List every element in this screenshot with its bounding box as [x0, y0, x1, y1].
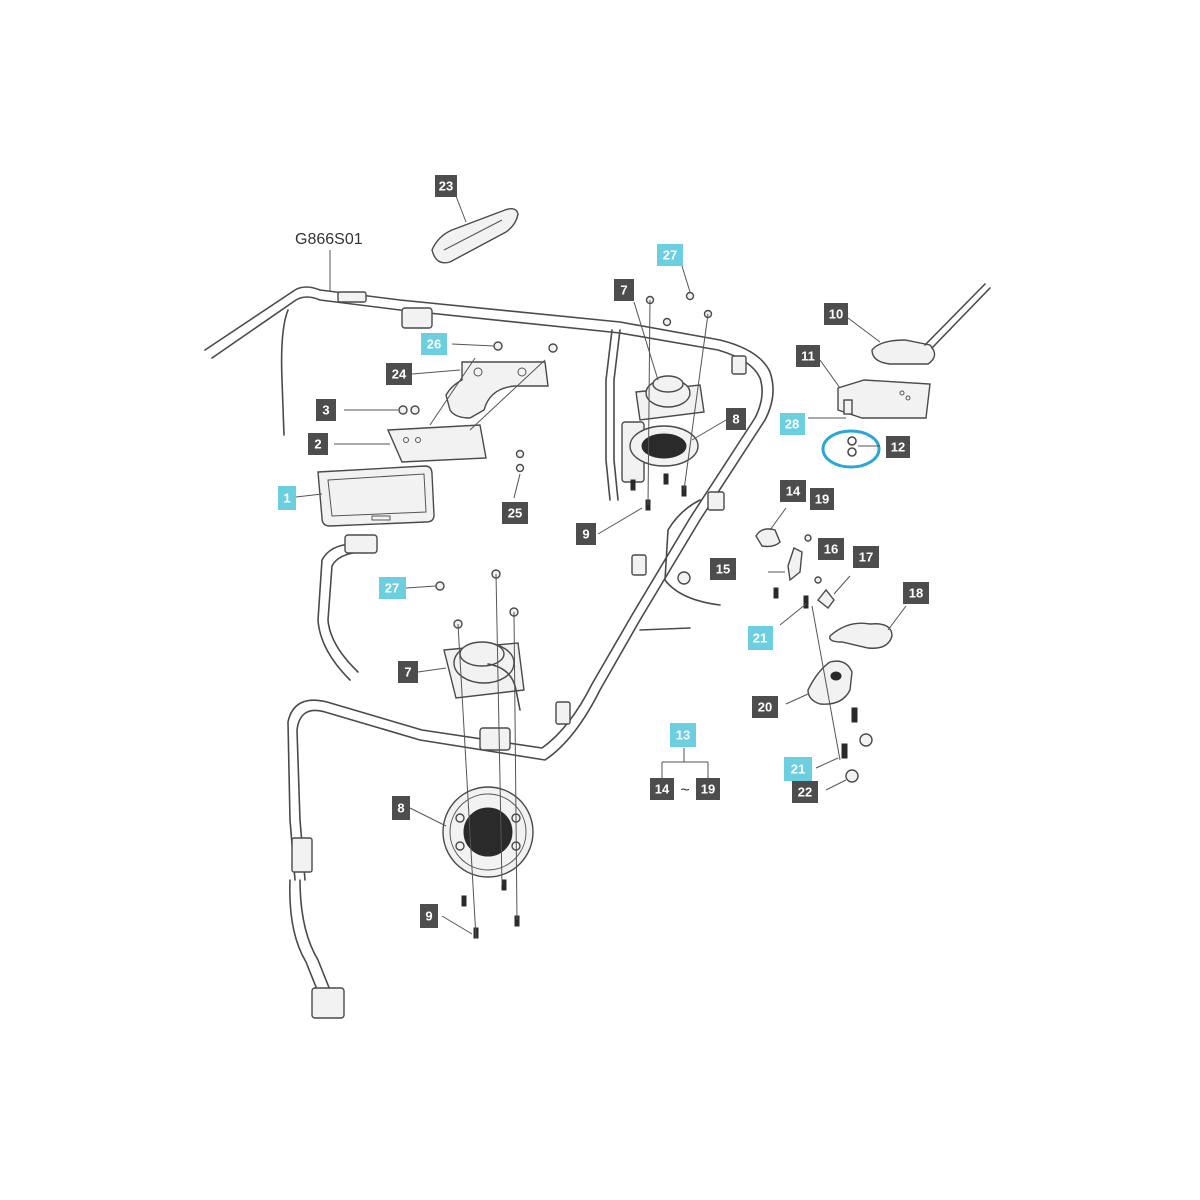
- svg-text:9: 9: [582, 527, 589, 542]
- svg-text:7: 7: [620, 283, 627, 298]
- svg-text:2: 2: [314, 437, 321, 452]
- svg-text:20: 20: [758, 700, 772, 715]
- range-separator: ~: [680, 782, 689, 799]
- svg-text:7: 7: [404, 665, 411, 680]
- speaker-grille-upper: [629, 425, 699, 467]
- svg-text:10: 10: [829, 307, 843, 322]
- svg-text:22: 22: [798, 785, 812, 800]
- callout-26: 26: [421, 333, 447, 355]
- callout-9-lower: 9: [420, 904, 438, 928]
- svg-text:14: 14: [655, 782, 670, 797]
- antenna: [871, 283, 991, 365]
- callout-20: 20: [752, 696, 778, 718]
- display-unit: [317, 465, 435, 527]
- svg-text:3: 3: [322, 403, 329, 418]
- svg-text:23: 23: [439, 179, 453, 194]
- svg-text:21: 21: [753, 631, 767, 646]
- callout-17: 17: [853, 546, 879, 568]
- callout-9-upper: 9: [576, 523, 596, 545]
- mount-hardware: [755, 507, 907, 791]
- svg-text:19: 19: [815, 492, 829, 507]
- callout-7: 7: [614, 279, 634, 301]
- speaker-upper: [635, 375, 705, 421]
- harness-label: G866S01: [295, 231, 363, 248]
- callout-25: 25: [502, 502, 528, 524]
- callout-3: 3: [316, 399, 336, 421]
- speaker-lower: [443, 641, 525, 711]
- svg-text:9: 9: [425, 909, 432, 924]
- radio-bracket: [386, 357, 549, 463]
- svg-text:15: 15: [716, 562, 730, 577]
- antenna-bracket: [837, 379, 931, 419]
- svg-text:27: 27: [385, 581, 399, 596]
- svg-text:28: 28: [785, 417, 799, 432]
- callout-2: 2: [308, 433, 328, 455]
- callout-11: 11: [796, 345, 820, 367]
- callout-15: 15: [710, 558, 736, 580]
- svg-text:12: 12: [891, 440, 905, 455]
- svg-text:14: 14: [786, 484, 801, 499]
- callout-14: 14: [780, 480, 806, 502]
- callout-10: 10: [824, 303, 848, 325]
- callout-19-range: 19: [696, 778, 720, 800]
- svg-text:21: 21: [791, 762, 805, 777]
- range-bracket: [661, 748, 709, 778]
- callout-14-range: 14: [650, 778, 674, 800]
- washer-highlight: [808, 417, 881, 469]
- callout-8-upper: 8: [726, 408, 746, 430]
- callout-7-lower: 7: [398, 661, 418, 683]
- callout-21-upper: 21: [748, 626, 773, 650]
- callout-19: 19: [810, 488, 834, 510]
- svg-text:27: 27: [663, 248, 677, 263]
- svg-text:26: 26: [427, 337, 441, 352]
- svg-text:18: 18: [909, 586, 923, 601]
- callout-13: 13: [670, 723, 696, 747]
- callout-21-lower: 21: [784, 757, 812, 781]
- speaker-grille-lower: [442, 786, 534, 878]
- callout-1: 1: [278, 486, 296, 510]
- callout-27: 27: [657, 244, 683, 266]
- callout-24: 24: [386, 363, 412, 385]
- callout-27-lower: 27: [379, 577, 406, 599]
- callout-18: 18: [903, 582, 929, 604]
- svg-text:13: 13: [676, 728, 690, 743]
- svg-text:17: 17: [859, 550, 873, 565]
- svg-text:24: 24: [392, 367, 407, 382]
- callouts: 23 27 7 26 24 3 2 1 25 8 9 27 7 8 9 10 1…: [278, 175, 929, 928]
- callout-22: 22: [792, 781, 818, 803]
- svg-text:19: 19: [701, 782, 715, 797]
- svg-text:8: 8: [397, 801, 404, 816]
- svg-text:11: 11: [801, 349, 815, 364]
- callout-16: 16: [818, 538, 844, 560]
- svg-text:1: 1: [283, 491, 290, 506]
- callout-8-lower: 8: [392, 796, 410, 820]
- svg-text:25: 25: [508, 506, 522, 521]
- svg-text:8: 8: [732, 412, 739, 427]
- speaker-leaders: [457, 299, 709, 939]
- callout-28: 28: [780, 413, 805, 435]
- callout-leaders: [295, 195, 881, 935]
- svg-text:16: 16: [824, 542, 838, 557]
- dome-light: [431, 207, 519, 264]
- callout-12: 12: [886, 436, 910, 458]
- fasteners: [398, 291, 822, 629]
- callout-23: 23: [435, 175, 457, 197]
